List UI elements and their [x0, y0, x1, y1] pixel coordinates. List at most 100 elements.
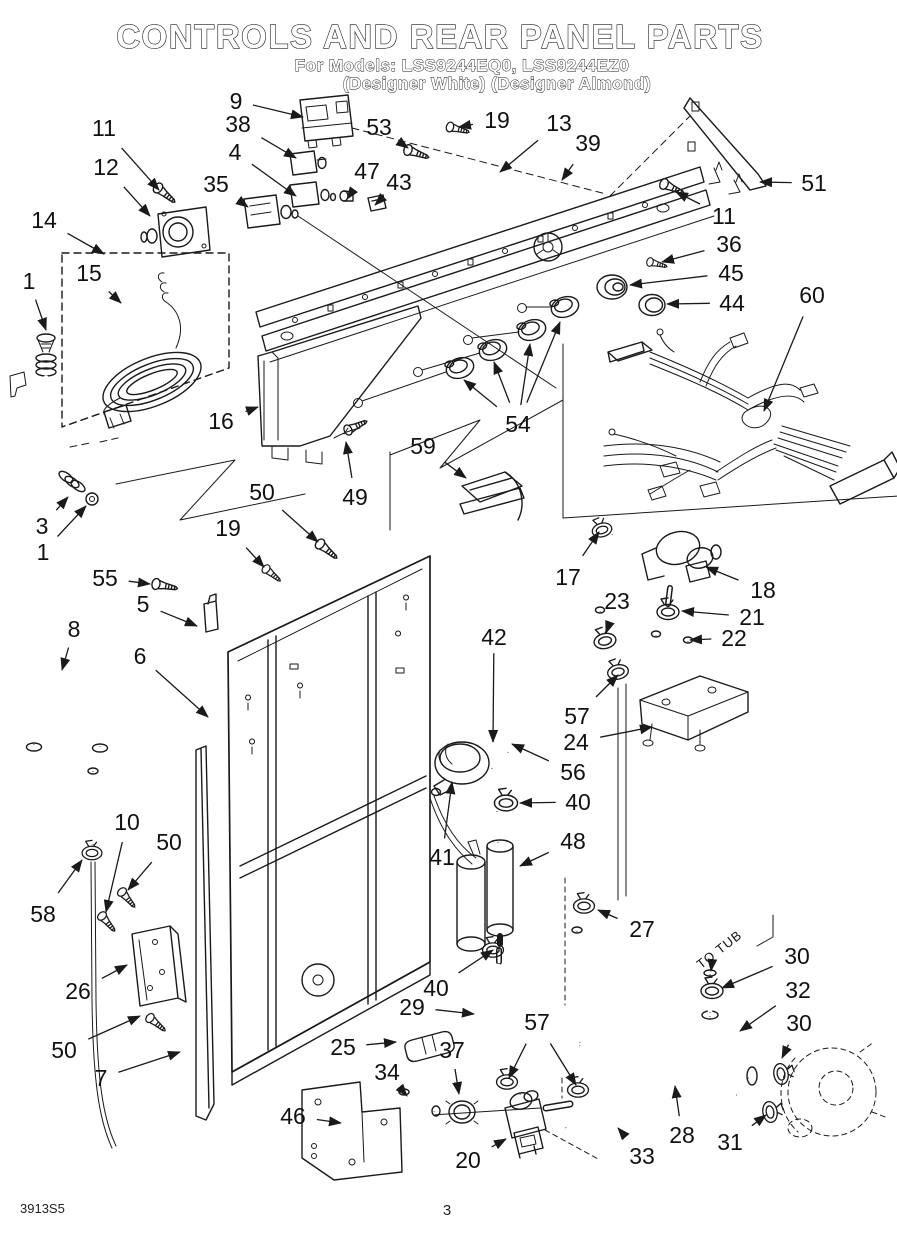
callout-leader-53 [395, 136, 409, 149]
callout-leader-24 [600, 724, 653, 738]
standpipe-tube-27 [571, 926, 583, 1043]
callout-number-51: 51 [801, 170, 827, 196]
rotary-switch [140, 206, 211, 258]
section-break-lines [115, 127, 897, 531]
callout-leader-21 [681, 607, 729, 618]
callout-number-31: 31 [717, 1129, 743, 1155]
callout-number-1: 1 [37, 539, 50, 565]
callout-number-12: 12 [93, 154, 119, 180]
callout-number-26: 26 [65, 978, 91, 1004]
callout-number-25: 25 [330, 1034, 356, 1060]
knob-alignment-lines [353, 303, 553, 408]
callout-number-36: 36 [716, 231, 742, 257]
callout-leader-31 [751, 1114, 767, 1127]
callout-leader-44 [666, 298, 710, 309]
rear-panel-slots [245, 594, 410, 755]
callout-leader-19 [245, 547, 265, 568]
callout-leader-16 [245, 406, 259, 416]
callout-leader-46 [316, 1116, 342, 1127]
callout-number-19: 19 [215, 515, 241, 541]
callout-leader-7 [118, 1051, 181, 1073]
page-number: 3 [443, 1202, 451, 1219]
callout-leader-4 [251, 163, 297, 197]
callout-leader-29 [435, 1007, 475, 1018]
console-rail-holes [280, 202, 670, 341]
callout-leader-1 [57, 505, 87, 537]
diagram-colors: (Designer White) (Designer Almond) [343, 74, 651, 93]
callout-leader-38 [261, 137, 297, 159]
callout-number-54: 54 [505, 411, 531, 437]
callout-number-58: 58 [30, 901, 56, 927]
callout-number-37: 37 [439, 1037, 465, 1063]
callout-number-53: 53 [366, 114, 392, 140]
callout-leader-39 [561, 163, 574, 181]
side-seal-strip [617, 683, 627, 901]
callout-number-45: 45 [718, 260, 744, 286]
callout-leader-3 [55, 496, 69, 511]
console-end-cap [257, 305, 422, 465]
callout-leader-9 [252, 104, 304, 120]
callout-number-30: 30 [784, 943, 810, 969]
drain-hose-29 [493, 963, 522, 1096]
callout-leader-15 [108, 291, 122, 304]
callout-number-6: 6 [134, 643, 147, 669]
callout-leader-36 [661, 249, 705, 264]
doc-code: 3913S5 [20, 1201, 65, 1216]
callout-leader-14 [67, 232, 105, 255]
callout-leader-40 [458, 949, 494, 974]
callout-leader-54 [463, 379, 498, 408]
callout-number-24: 24 [563, 729, 589, 755]
callout-leader-41 [443, 781, 456, 839]
callout-leader-57 [595, 674, 619, 698]
switch-4 [289, 181, 337, 208]
diagram-title: CONTROLS AND REAR PANEL PARTS [116, 18, 763, 55]
water-trap-48 [456, 839, 514, 965]
callout-leader-5 [160, 610, 198, 627]
callout-leader-48 [519, 851, 550, 867]
callout-number-35: 35 [203, 171, 229, 197]
callout-leader-34 [395, 1083, 408, 1097]
callout-number-9: 9 [230, 88, 243, 114]
bracket-59 [459, 471, 525, 521]
drain-valve-20 [504, 1077, 601, 1161]
to-tub-label: TO TUB [694, 927, 745, 972]
callout-leader-28 [671, 1085, 682, 1117]
callout-leader-57 [508, 1043, 527, 1079]
knob-hub-45 [596, 274, 628, 300]
callout-number-42: 42 [481, 624, 507, 650]
callout-number-14: 14 [31, 207, 57, 233]
callout-leader-33 [617, 1127, 630, 1141]
callout-leader-30 [721, 965, 773, 989]
trim-strip-7 [195, 745, 215, 1121]
callout-leader-12 [123, 186, 151, 217]
callout-number-11: 11 [92, 115, 116, 141]
callout-leader-10 [103, 841, 123, 913]
callout-leader-6 [155, 669, 209, 718]
callout-leader-54 [493, 361, 511, 403]
air-dome-41 [429, 741, 490, 865]
callout-leader-8 [60, 647, 71, 671]
callout-number-16: 16 [208, 408, 234, 434]
inlet-hose-parts [9, 333, 99, 506]
callout-number-57: 57 [564, 703, 590, 729]
callout-number-10: 10 [114, 809, 140, 835]
callout-number-22: 22 [721, 625, 747, 651]
callout-number-7: 7 [95, 1065, 108, 1091]
callout-number-60: 60 [799, 282, 825, 308]
water-valve-18 [641, 530, 722, 607]
knob-44 [638, 293, 666, 317]
callout-leader-54 [520, 343, 534, 406]
callout-leader-42 [488, 653, 499, 743]
to-tub-pointer [707, 914, 774, 972]
callout-number-20: 20 [455, 1147, 481, 1173]
callout-leader-22 [689, 634, 712, 645]
callout-number-50: 50 [249, 479, 275, 505]
callout-leader-27 [597, 909, 618, 920]
callout-leader-18 [705, 566, 739, 581]
console-mounting-rail [255, 166, 715, 363]
callout-leader-50 [281, 509, 319, 543]
callout-number-13: 13 [546, 110, 572, 136]
valve-stem-line [431, 1107, 541, 1116]
